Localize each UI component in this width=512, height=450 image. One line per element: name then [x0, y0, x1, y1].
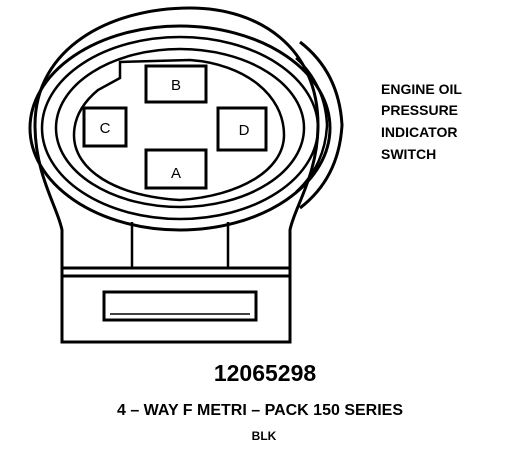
lock-tab-slot	[102, 290, 258, 322]
latch-ridge-outer	[299, 40, 344, 210]
connector-color: BLK	[252, 429, 277, 443]
pin-d: D	[216, 106, 268, 152]
pin-a-label: A	[171, 165, 181, 182]
connector-base-block	[60, 274, 292, 344]
connector-ring-outer	[28, 24, 332, 232]
connector-ring-middle	[40, 35, 320, 221]
pin-b: B	[144, 64, 208, 104]
description-line-3: INDICATOR	[381, 124, 457, 140]
connector-series: 4 – WAY F METRI – PACK 150 SERIES	[117, 402, 403, 419]
description-line-1: ENGINE OIL	[381, 81, 462, 97]
part-number: 12065298	[214, 360, 317, 386]
switch-description: ENGINE OIL PRESSURE INDICATOR SWITCH	[381, 81, 462, 162]
pin-d-label: D	[239, 122, 250, 139]
pin-c: C	[82, 106, 128, 148]
terminal-cavity-outline	[72, 58, 286, 202]
latch-ridge-inner	[295, 57, 329, 193]
pin-b-label: B	[171, 77, 181, 94]
pin-a: A	[144, 148, 208, 190]
description-line-4: SWITCH	[381, 146, 436, 162]
description-line-2: PRESSURE	[381, 102, 458, 118]
pin-c-label: C	[100, 120, 111, 137]
connector-ring-inner	[54, 47, 306, 209]
